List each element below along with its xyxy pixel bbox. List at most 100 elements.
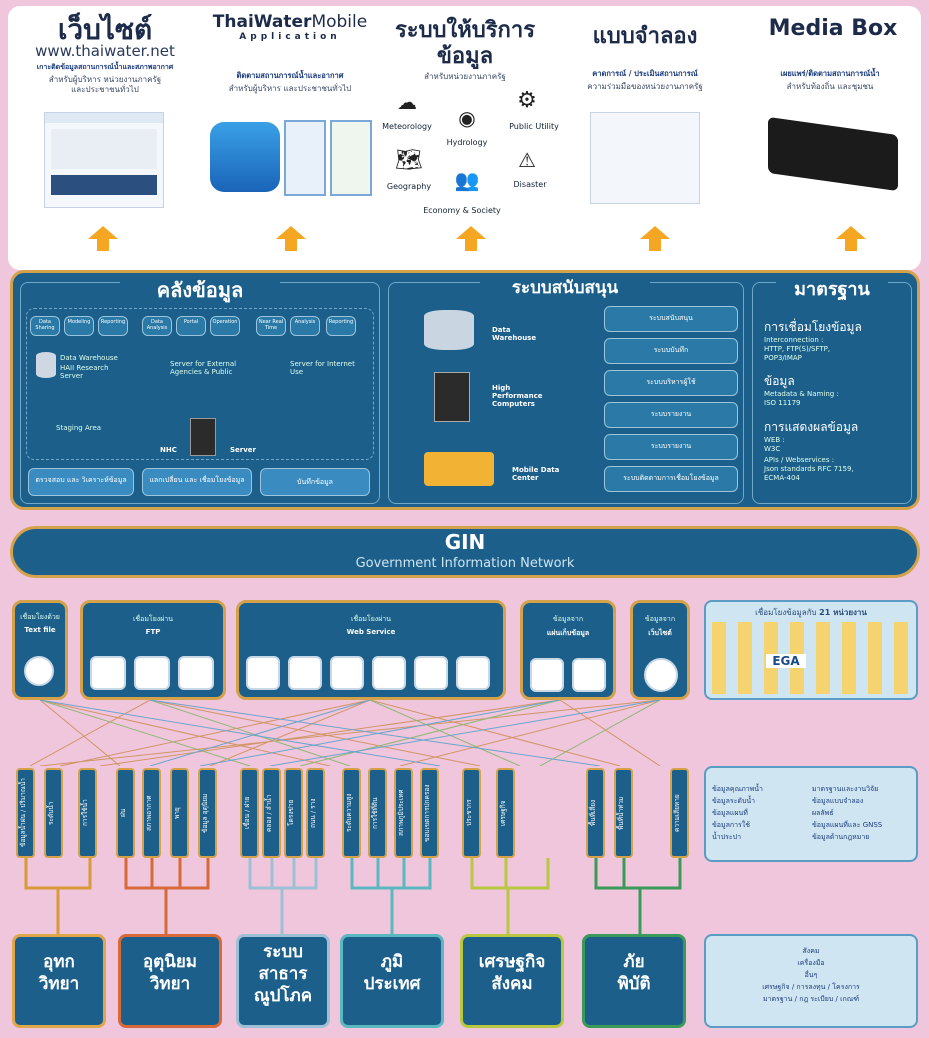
vbar-2: ระดับน้ำ bbox=[44, 768, 63, 858]
vbar-12: ระดับความสูง bbox=[342, 768, 361, 858]
std-s3e: ECMA-404 bbox=[764, 474, 800, 482]
vbar-13: การใช้ที่ดิน bbox=[368, 768, 387, 858]
wh-button-check[interactable]: ตรวจสอบ และ วิเคราะห์ข้อมูล bbox=[28, 468, 134, 496]
std-h2: ข้อมูล bbox=[764, 374, 795, 388]
vbar-18: พื้นที่เสี่ยง bbox=[586, 768, 605, 858]
ega-logo: EGA bbox=[766, 654, 806, 668]
support-item-dw: Data Warehouse bbox=[492, 326, 537, 342]
support-btn-2[interactable]: ระบบบันทึก bbox=[604, 338, 738, 364]
cat-disaster: Disaster bbox=[513, 180, 547, 189]
conn-textfile-l2: Text file bbox=[24, 626, 56, 634]
dw-stack-icon bbox=[424, 310, 474, 350]
cat-econ: เศรษฐกิจสังคม bbox=[460, 934, 564, 1028]
support-btn-5[interactable]: ระบบรายงาน bbox=[604, 434, 738, 460]
conn-ftp-l2: FTP bbox=[145, 628, 161, 636]
rl-c1-3: ข้อมูลการใช้ bbox=[712, 821, 750, 829]
conn-disk-logo-2 bbox=[572, 658, 606, 692]
nhc-label: NHC bbox=[160, 446, 177, 454]
truck-icon bbox=[424, 452, 494, 486]
conn-website-l1: ข้อมูลจาก bbox=[644, 615, 676, 623]
conn-website-logo bbox=[644, 658, 678, 692]
rl-c1-1: ข้อมูลระดับน้ำ bbox=[712, 797, 756, 805]
mini-box-5: Portal bbox=[176, 316, 206, 336]
up-arrow-2 bbox=[276, 226, 306, 252]
agencies-title: เชื่อมโยงข้อมูลกับ 21 หน่วยงาน bbox=[755, 608, 867, 617]
std-s1: Interconnection : bbox=[764, 336, 824, 344]
staging-label: Staging Area bbox=[56, 424, 102, 432]
cat-meteo: อุตุนิยมวิทยา bbox=[118, 934, 222, 1028]
media-desc2: สำหรับท้องถิ่น และชุมชน bbox=[786, 82, 874, 91]
disaster-icon: ⚠ bbox=[518, 148, 536, 172]
warehouse-inner bbox=[26, 308, 374, 460]
support-btn-6[interactable]: ระบบติดตามการเชื่อมโยงข้อมูล bbox=[604, 466, 738, 492]
vbar-8: เขื่อน / ฝาย bbox=[240, 768, 259, 858]
conn-textfile-logo bbox=[24, 656, 54, 686]
support-btn-1[interactable]: ระบบสนับสนุน bbox=[604, 306, 738, 332]
gin-title: GIN bbox=[444, 530, 486, 554]
std-s3c: APIs / Webservices : bbox=[764, 456, 835, 464]
conn-disk-l1: ข้อมูลจาก bbox=[552, 615, 584, 623]
support-btn-3[interactable]: ระบบบริหารผู้ใช้ bbox=[604, 370, 738, 396]
cat-utility: ระบบสาธารณูปโภค bbox=[236, 934, 330, 1028]
right-list-panel bbox=[704, 766, 918, 862]
warehouse-title: คลังข้อมูล bbox=[120, 274, 280, 306]
conn-web-l2: Web Service bbox=[346, 628, 396, 636]
vbar-16: ประชากร bbox=[462, 768, 481, 858]
up-arrow-4 bbox=[640, 226, 670, 252]
cloud-icon: ☁ bbox=[397, 90, 417, 114]
up-arrow-1 bbox=[88, 226, 118, 252]
mini-box-8: Analysis bbox=[290, 316, 320, 336]
rl-c2-4: ข้อมูลด้านกฎหมาย bbox=[812, 833, 870, 841]
support-title: ระบบสนับสนุน bbox=[480, 274, 650, 301]
vbar-3: การใช้น้ำ bbox=[78, 768, 97, 858]
conn-ftp-logo-1 bbox=[90, 656, 126, 690]
hpc-icon bbox=[434, 372, 470, 422]
website-screenshot bbox=[44, 112, 164, 208]
rl-c2-3: ข้อมูลแผนที่และ GNSS bbox=[812, 821, 883, 829]
std-h3: การแสดงผลข้อมูล bbox=[764, 420, 859, 434]
rl-c2-2: ผลลัพธ์ bbox=[812, 809, 834, 817]
support-item-hpc: High Performance Computers bbox=[492, 384, 543, 408]
br-0: สังคม bbox=[802, 947, 820, 955]
conn-web-logo-3 bbox=[330, 656, 364, 690]
vbar-11: ถนน / ราง bbox=[306, 768, 325, 858]
dw-label: Data Warehouse bbox=[60, 354, 118, 362]
cat-public-utility: Public Utility bbox=[509, 122, 559, 131]
cat-geo: ภูมิประเทศ bbox=[340, 934, 444, 1028]
vbar-1: ข้อมูลน้ำฝน / ปริมาณน้ำ bbox=[16, 768, 35, 858]
wh-button-exchange[interactable]: แลกเปลี่ยน และ เชื่อมโยงข้อมูล bbox=[142, 468, 252, 496]
conn-web-logo-6 bbox=[456, 656, 490, 690]
se-label: Server for External Agencies & Public bbox=[170, 360, 237, 376]
mobile-screen-2 bbox=[330, 120, 372, 196]
std-h1: การเชื่อมโยงข้อมูล bbox=[764, 320, 862, 334]
mini-box-2: Modeling bbox=[64, 316, 94, 336]
wh-button-record[interactable]: บันทึกข้อมูล bbox=[260, 468, 370, 496]
mini-box-3: Reporting bbox=[98, 316, 128, 336]
conn-textfile-l1: เชื่อมโยงด้วย bbox=[20, 613, 60, 621]
vbar-20: ความเสียหาย bbox=[670, 768, 689, 858]
conn-ftp-logo-3 bbox=[178, 656, 214, 690]
conn-web-logo-4 bbox=[372, 656, 406, 690]
rl-c2-0: มาตรฐานและงานวิจัย bbox=[812, 785, 879, 793]
website-url: www.thaiwater.net bbox=[35, 42, 175, 60]
conn-website bbox=[630, 600, 690, 700]
website-desc2: สำหรับผู้บริหาร หน่วยงานภาครัฐ bbox=[48, 75, 162, 84]
conn-website-l2: เว็บไซต์ bbox=[648, 629, 672, 637]
br-3: เศรษฐกิจ / การลงทุน / โครงการ bbox=[762, 983, 860, 991]
tree-lines bbox=[24, 858, 682, 934]
std-s1c: POP3/IMAP bbox=[764, 354, 802, 362]
cat-meteorology: Meteorology bbox=[382, 122, 432, 131]
model-desc2: ความร่วมมือของหน่วยงานภาครัฐ bbox=[587, 82, 703, 91]
service-desc: สำหรับหน่วยงานภาครัฐ bbox=[424, 72, 506, 81]
conn-ftp-logo-2 bbox=[134, 656, 170, 690]
mobile-brand-sub: Application bbox=[239, 32, 341, 42]
vbar-6: พายุ bbox=[170, 768, 189, 858]
cat-economy: Economy & Society bbox=[423, 206, 501, 215]
cat-hydrology: Hydrology bbox=[446, 138, 488, 147]
support-btn-4[interactable]: ระบบรายงาน bbox=[604, 402, 738, 428]
std-s1b: HTTP, FTP(S)/SFTP, bbox=[764, 345, 831, 353]
media-desc: เผยแพร่/ติดตามสถานการณ์น้ำ bbox=[780, 69, 880, 78]
vbar-19: พื้นที่น้ำท่วม bbox=[614, 768, 633, 858]
cat-disaster-box: ภัยพิบัติ bbox=[582, 934, 686, 1028]
br-2: อื่นๆ bbox=[804, 971, 818, 979]
